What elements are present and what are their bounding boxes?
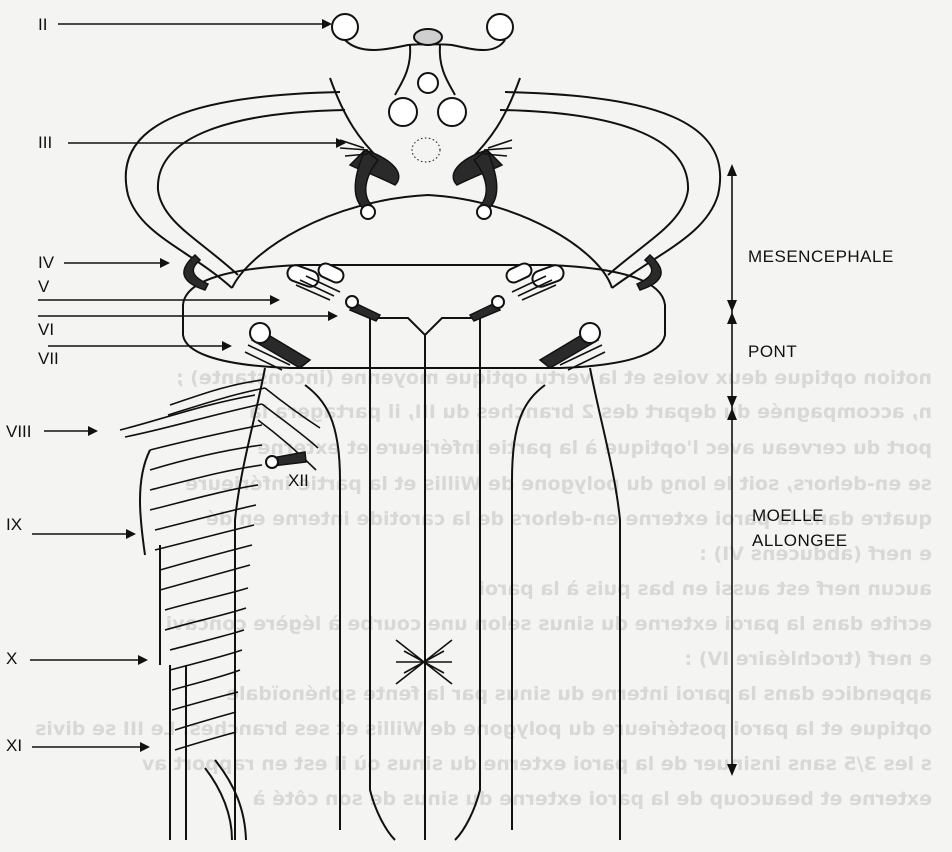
bleedthrough-line: ecrite dans la paroi externe du sinus se… bbox=[166, 613, 932, 635]
label-VI: VI bbox=[38, 311, 338, 339]
oculomotor-nerves bbox=[340, 140, 512, 219]
region-label-mesencephale: MESENCEPHALE bbox=[748, 247, 894, 266]
bleedthrough-line: s les 3/5 sans insinuer de la paroi exte… bbox=[141, 753, 932, 775]
bleedthrough-line: notion optique deux voies et la vertu op… bbox=[176, 367, 932, 389]
brainstem-outline bbox=[126, 14, 720, 840]
label-X: X bbox=[6, 649, 148, 668]
label-VIII-text: VIII bbox=[6, 422, 32, 441]
region-label-moelle-line2: ALLONGEE bbox=[752, 531, 848, 550]
trigeminal-nerves bbox=[285, 261, 566, 300]
label-IX: IX bbox=[6, 515, 136, 539]
label-VIII: VIII bbox=[6, 422, 98, 441]
label-V-text: V bbox=[38, 277, 50, 296]
bleedthrough-line: appendice dans la paroi interne du sinus… bbox=[226, 683, 932, 705]
label-IV: IV bbox=[38, 253, 170, 272]
label-II-text: II bbox=[38, 15, 47, 34]
label-V: V bbox=[38, 277, 280, 305]
optic-nerve-left bbox=[332, 14, 358, 40]
label-IV-text: IV bbox=[38, 253, 55, 272]
label-XII-text: XII bbox=[288, 471, 309, 490]
label-X-text: X bbox=[6, 649, 17, 668]
bleedthrough-line: port du cerveau avec l'optique à la part… bbox=[258, 437, 933, 459]
tuber-cinereum bbox=[418, 73, 438, 93]
region-label-pont: PONT bbox=[748, 342, 797, 361]
label-VII-text: VII bbox=[38, 349, 59, 368]
label-III: III bbox=[38, 133, 346, 152]
bleedthrough-line: n, accompagnée du depart des 2 branches … bbox=[249, 401, 932, 423]
label-III-text: III bbox=[38, 133, 52, 152]
mammillary-body-right bbox=[438, 98, 466, 126]
optic-nerve-right bbox=[487, 14, 513, 40]
region-label-moelle-line1: MOELLE bbox=[752, 506, 824, 525]
label-XI-text: XI bbox=[6, 736, 22, 755]
label-II: II bbox=[38, 15, 332, 34]
pituitary-stalk bbox=[414, 29, 442, 45]
label-VI-text: VI bbox=[38, 320, 54, 339]
abducens-nerves bbox=[346, 296, 504, 321]
bleedthrough-line: e nerf (trochléaire IV) : bbox=[685, 648, 932, 670]
label-IX-text: IX bbox=[6, 515, 22, 534]
mammillary-body-left bbox=[389, 98, 417, 126]
bleedthrough-line: aucun nerf est aussi en bas puis à la pa… bbox=[478, 578, 932, 600]
bleedthrough-line: externe et beaucoup de la paroi externe … bbox=[253, 788, 932, 810]
